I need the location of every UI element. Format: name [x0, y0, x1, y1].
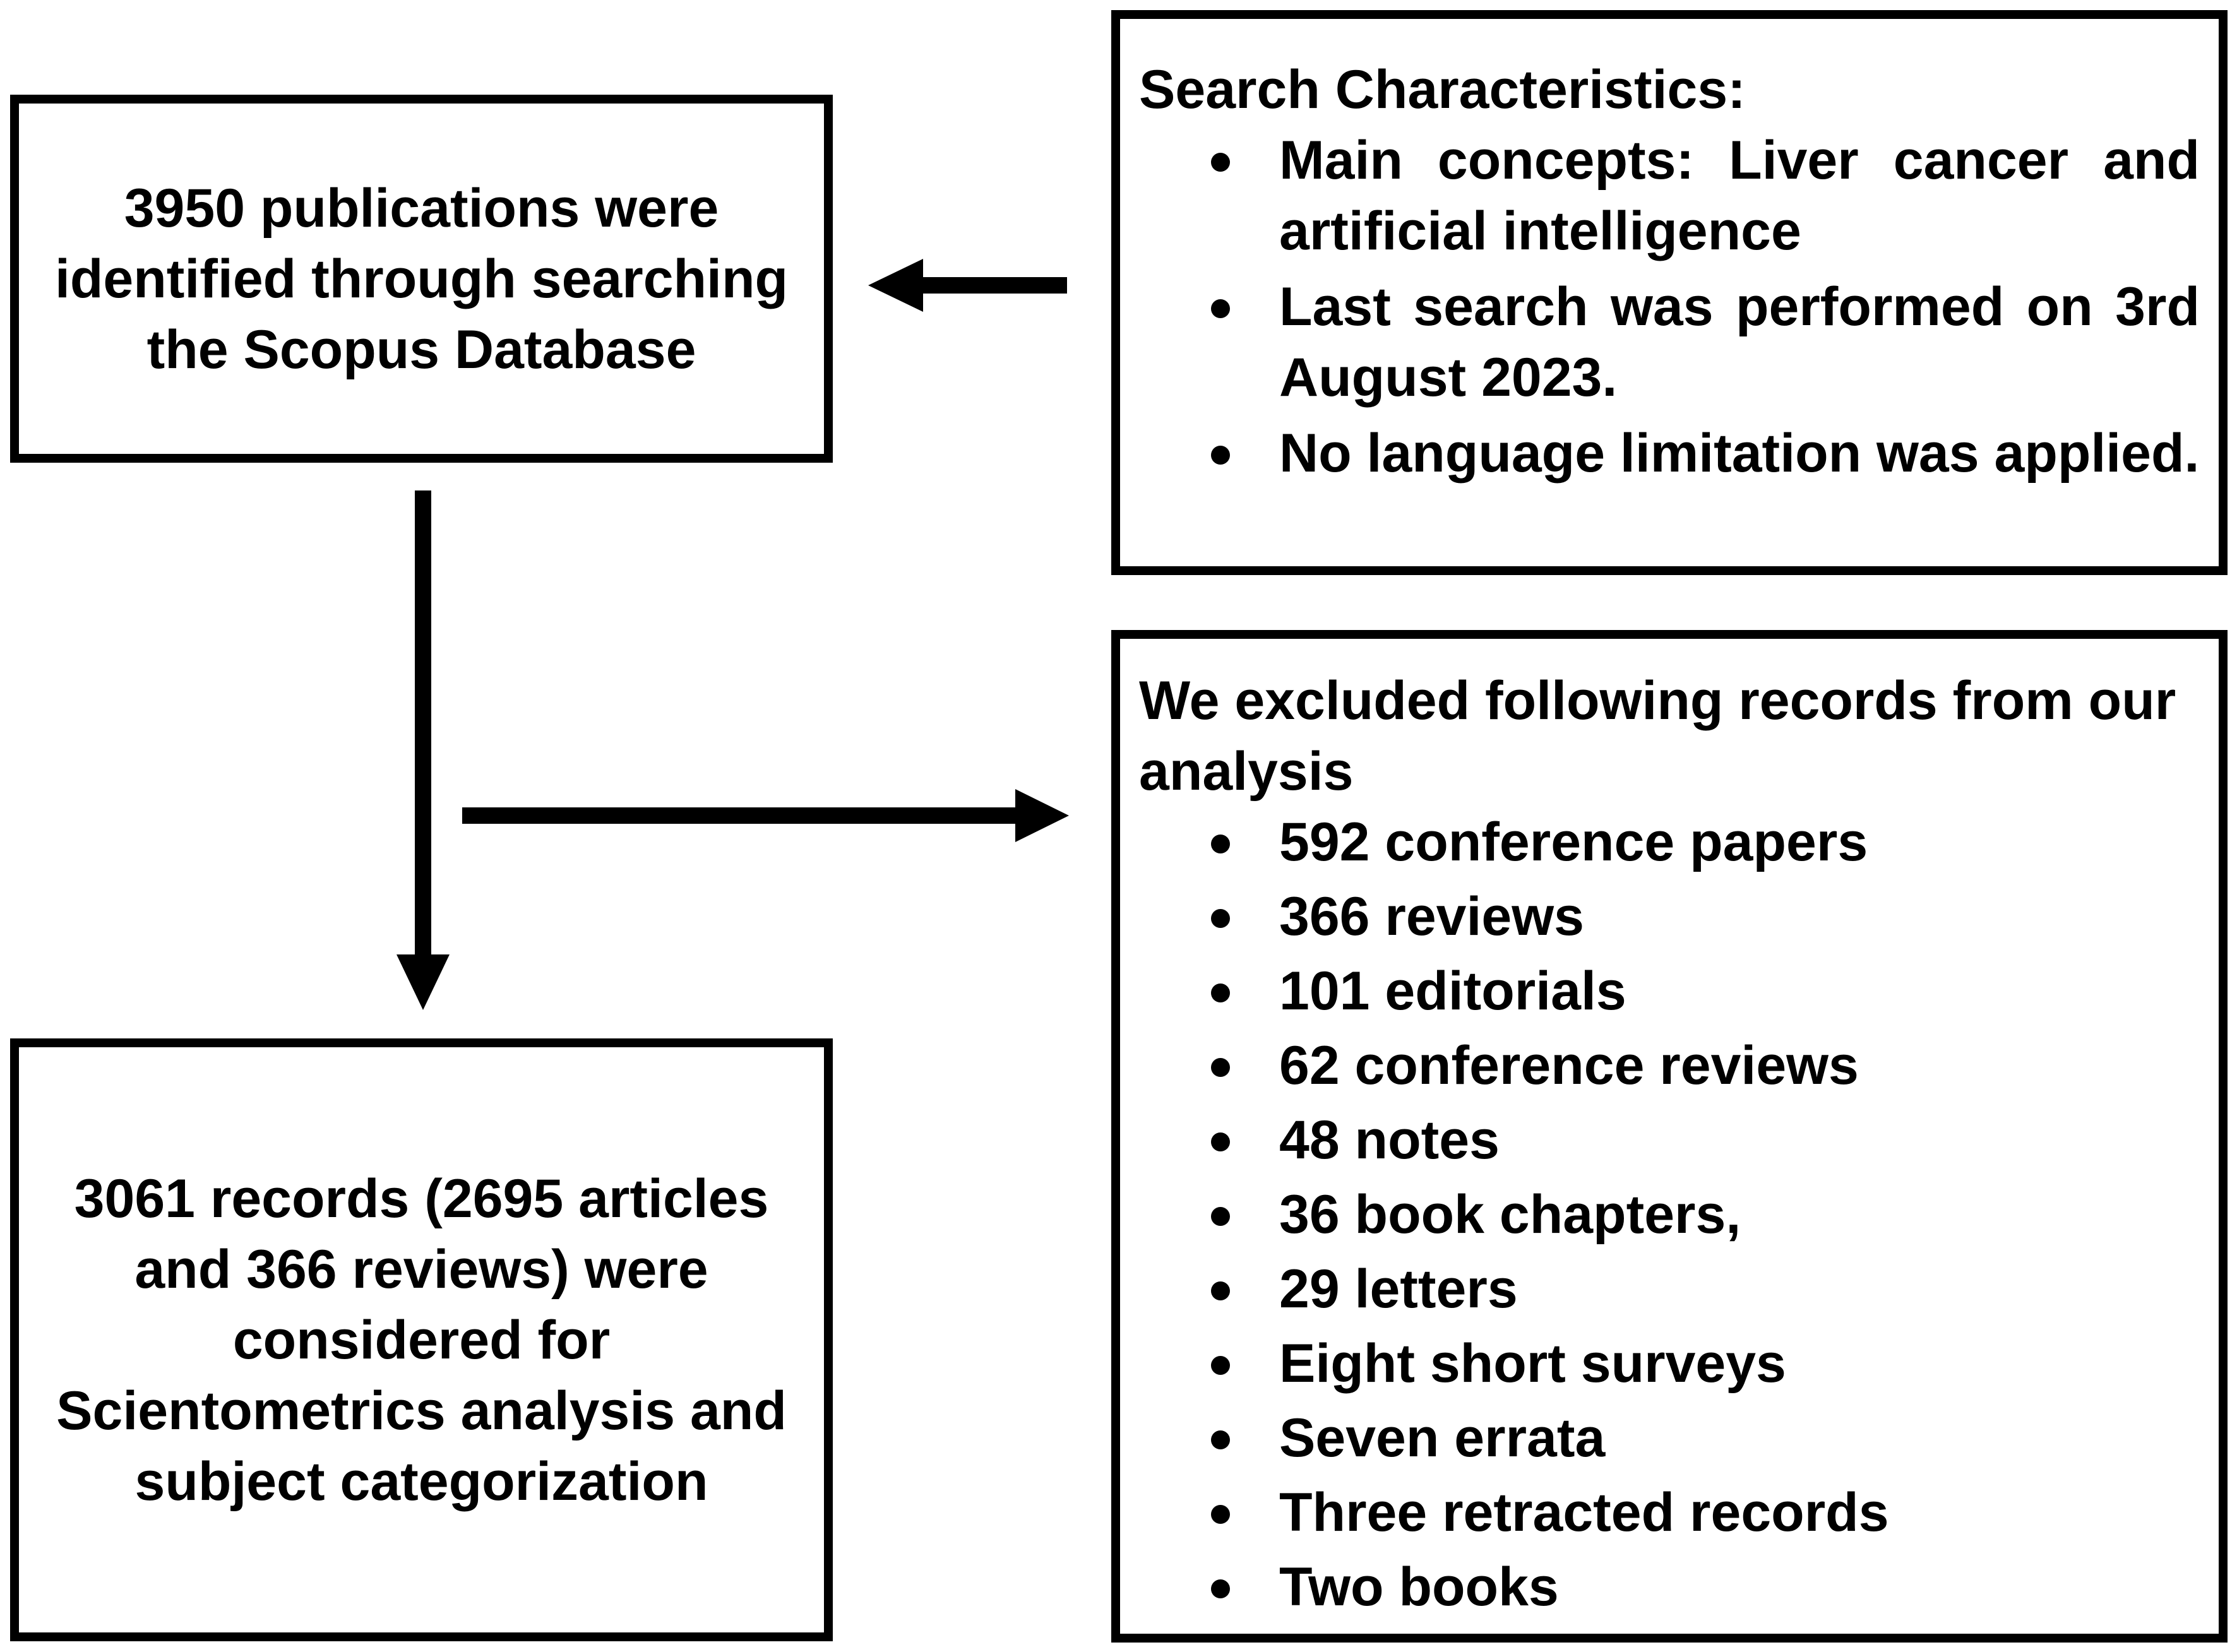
bullet-icon — [1211, 1505, 1230, 1524]
identified-records-text: 3950 publications were identified throug… — [54, 177, 789, 380]
included-records-box: 3061 records (2695 articles and 366 revi… — [10, 1038, 833, 1641]
list-item: 101 editorials — [1211, 956, 2200, 1026]
list-item: 592 conference papers — [1211, 807, 2200, 877]
list-item: 29 letters — [1211, 1254, 2200, 1324]
list-item: 48 notes — [1211, 1105, 2200, 1175]
arrow-identified-to-included — [397, 490, 450, 1010]
search-characteristics-heading: Search Characteristics: — [1139, 59, 1746, 120]
bullet-icon — [1211, 983, 1230, 1002]
search-characteristics-box: Search Characteristics: Main concepts: L… — [1111, 10, 2228, 575]
arrow-search-to-identified — [868, 259, 1067, 312]
bullet-icon — [1211, 1132, 1230, 1151]
list-item: Main concepts: Liver cancer and artifici… — [1211, 125, 2200, 266]
bullet-icon — [1211, 1281, 1230, 1300]
identified-records-box: 3950 publications were identified throug… — [10, 95, 833, 463]
arrow-head-right — [1015, 789, 1069, 842]
bullet-icon — [1211, 1579, 1230, 1598]
list-item: Three retracted records — [1211, 1477, 2200, 1548]
bullet-icon — [1211, 835, 1230, 853]
excluded-records-box: We excluded following records from our a… — [1111, 630, 2228, 1643]
bullet-icon — [1211, 1430, 1230, 1449]
bullet-icon — [1211, 299, 1230, 318]
search-characteristics-list: Main concepts: Liver cancer and artifici… — [1139, 125, 2200, 489]
list-item: Last search was performed on 3rd August … — [1211, 271, 2200, 413]
included-records-text: 3061 records (2695 articles and 366 revi… — [56, 1168, 787, 1512]
bullet-icon — [1211, 1207, 1230, 1226]
bullet-icon — [1211, 446, 1230, 465]
excluded-records-list: 592 conference papers 366 reviews 101 ed… — [1139, 807, 2200, 1622]
list-item: Two books — [1211, 1552, 2200, 1622]
bullet-icon — [1211, 153, 1230, 172]
arrow-head-left — [868, 259, 923, 312]
bullet-icon — [1211, 909, 1230, 928]
list-item: 62 conference reviews — [1211, 1030, 2200, 1101]
list-item: Eight short surveys — [1211, 1328, 2200, 1399]
arrow-to-excluded — [462, 789, 1069, 842]
list-item: 366 reviews — [1211, 881, 2200, 952]
list-item: 36 book chapters, — [1211, 1179, 2200, 1250]
list-item: No language limitation was applied. — [1211, 418, 2200, 489]
excluded-records-heading: We excluded following records from our a… — [1139, 670, 2176, 802]
bullet-icon — [1211, 1356, 1230, 1375]
list-item: Seven errata — [1211, 1403, 2200, 1473]
arrow-head-down — [397, 954, 450, 1010]
bullet-icon — [1211, 1058, 1230, 1077]
